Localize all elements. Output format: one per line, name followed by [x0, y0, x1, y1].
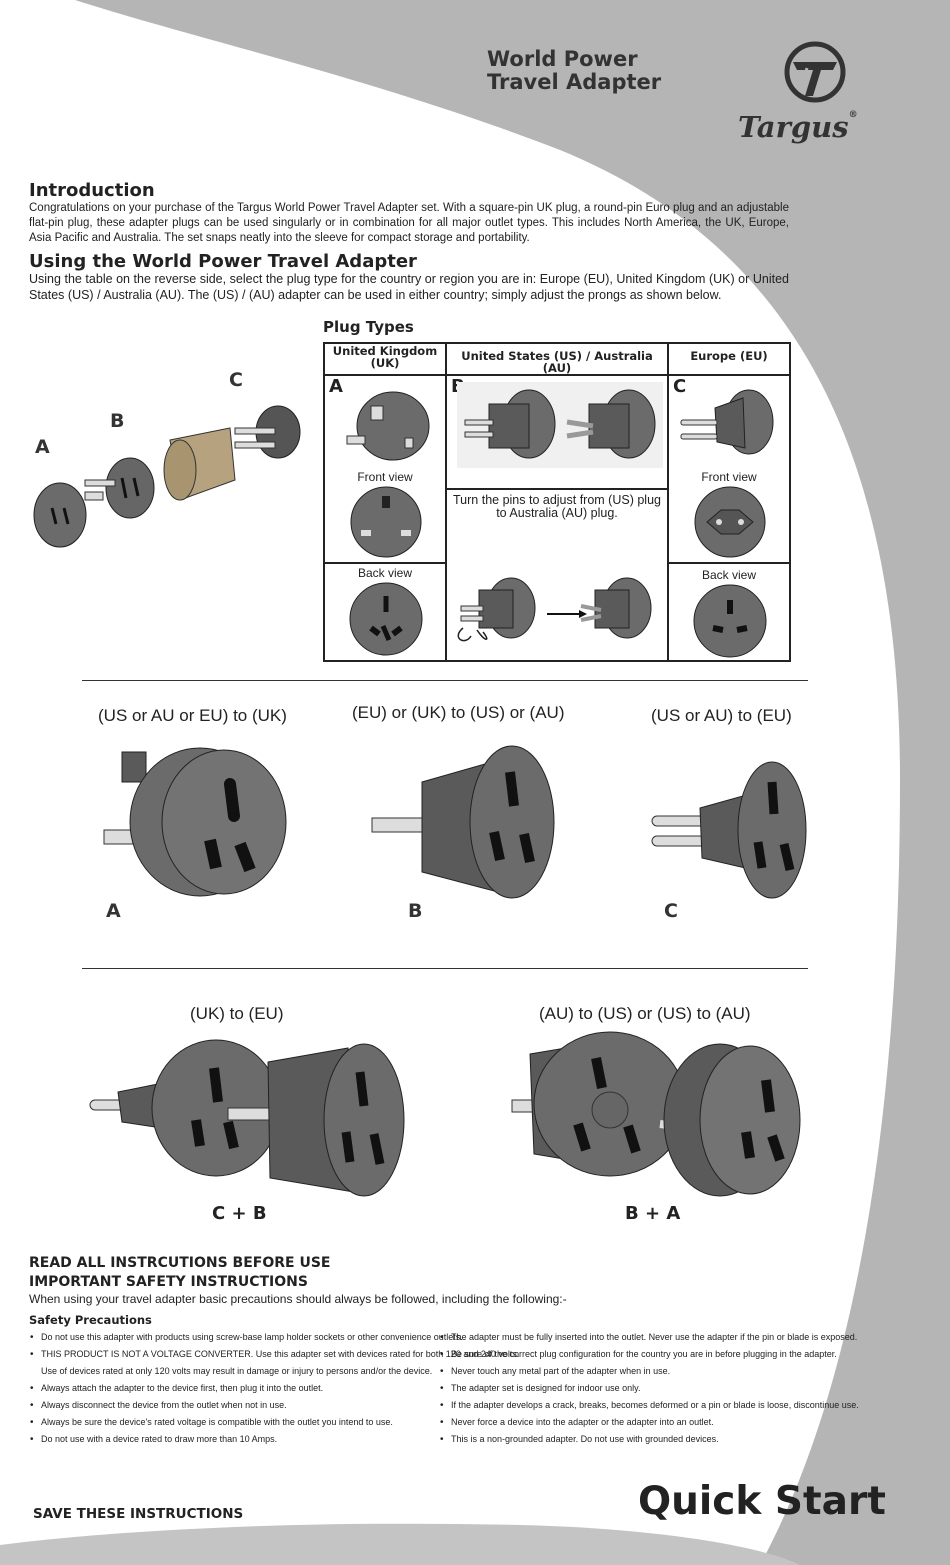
uk-plug-side-icon: [346, 391, 430, 461]
plug-types-heading: Plug Types: [323, 318, 414, 336]
safety-item: Never force a device into the adapter or…: [440, 1414, 859, 1431]
conversion-cb-caption: (UK) to (EU): [190, 1004, 284, 1023]
uk-back-view-label: Back view: [357, 566, 413, 580]
safety-item: The adapter must be fully inserted into …: [440, 1329, 859, 1346]
conversion-b-caption: (EU) or (UK) to (US) or (AU): [352, 703, 565, 722]
adapter-c-plus-b-illustration: [89, 1039, 405, 1197]
safety-list-right: The adapter must be fully inserted into …: [440, 1329, 859, 1448]
eu-front-view-icon: [694, 486, 766, 558]
us-turn-instruction: Turn the pins to adjust from (US) plug t…: [453, 493, 661, 520]
safety-item: Be sure of the correct plug configuratio…: [440, 1346, 859, 1363]
uk-back-view-icon: [349, 582, 423, 656]
eu-front-view-label: Front view: [701, 470, 757, 484]
adapter-a-illustration: [103, 747, 287, 897]
adapter-c-illustration: [651, 761, 807, 899]
exploded-label-b: B: [110, 410, 125, 432]
safety-intro: When using your travel adapter basic pre…: [29, 1292, 567, 1306]
conversion-ba-caption: (AU) to (US) or (US) to (AU): [539, 1004, 751, 1023]
using-text: Using the table on the reverse side, sel…: [29, 272, 789, 302]
uk-column: A Front view Back view: [323, 374, 447, 662]
us-plug-pair-icon: [464, 389, 656, 459]
safety-item: Do not use this adapter with products us…: [30, 1329, 519, 1346]
safety-item: Never touch any metal part of the adapte…: [440, 1363, 859, 1380]
plug-types-table: United Kingdom (UK) United States (US) /…: [323, 342, 791, 662]
quick-start-title: Quick Start: [638, 1479, 886, 1524]
using-heading: Using the World Power Travel Adapter: [29, 251, 417, 272]
save-instructions: SAVE THESE INSTRUCTIONS: [33, 1506, 244, 1522]
safety-item: Do not use with a device rated to draw m…: [30, 1431, 519, 1448]
col-header-us: United States (US) / Australia (AU): [445, 342, 669, 376]
safety-item: Always attach the adapter to the device …: [30, 1380, 519, 1397]
conversion-a-caption: (US or AU or EU) to (UK): [98, 706, 287, 725]
adapter-b-plus-a-illustration: [511, 1031, 801, 1197]
targus-logo-icon: [784, 41, 846, 103]
intro-heading: Introduction: [29, 180, 155, 201]
eu-column: C Front view Back view: [667, 374, 791, 662]
uk-front-view-label: Front view: [357, 470, 413, 484]
eu-back-view-label: Back view: [701, 568, 757, 582]
eu-plug-side-icon: [680, 389, 774, 455]
safety-precautions-heading: Safety Precautions: [29, 1313, 152, 1327]
conversion-c-letter: C: [664, 900, 678, 922]
uk-letter: A: [329, 376, 343, 397]
divider-1: [82, 680, 808, 681]
combo-b-plus-a: B + A: [625, 1203, 681, 1224]
read-all-heading: READ ALL INSTRCUTIONS BEFORE USE: [29, 1255, 331, 1271]
combo-c-plus-b: C + B: [212, 1203, 267, 1224]
safety-item: The adapter set is designed for indoor u…: [440, 1380, 859, 1397]
uk-front-view-icon: [350, 486, 422, 558]
important-safety-heading: IMPORTANT SAFETY INSTRUCTIONS: [29, 1274, 308, 1290]
eu-back-view-icon: [693, 584, 767, 658]
eu-letter: C: [673, 376, 687, 397]
safety-item: Always be sure the device's rated voltag…: [30, 1414, 519, 1431]
brand-name: Targus®: [738, 110, 858, 144]
exploded-adapter-set-illustration: [33, 405, 301, 548]
safety-item-continued: Use of devices rated at only 120 volts m…: [41, 1366, 433, 1376]
us-to-au-conversion-icon: [457, 577, 652, 642]
exploded-label-c: C: [229, 369, 243, 391]
intro-text: Congratulations on your purchase of the …: [29, 202, 789, 244]
title-line-1: World Power: [487, 47, 638, 71]
safety-item: If the adapter develops a crack, breaks,…: [440, 1397, 859, 1414]
col-header-uk: United Kingdom (UK): [323, 342, 447, 376]
safety-item: Always disconnect the device from the ou…: [30, 1397, 519, 1414]
divider-2: [82, 968, 808, 969]
exploded-label-a: A: [35, 436, 50, 458]
safety-list-left: Do not use this adapter with products us…: [30, 1329, 519, 1448]
safety-item: THIS PRODUCT IS NOT A VOLTAGE CONVERTER.…: [30, 1346, 519, 1363]
safety-item: This is a non-grounded adapter. Do not u…: [440, 1431, 859, 1448]
conversion-c-caption: (US or AU) to (EU): [651, 706, 792, 725]
adapter-b-illustration: [371, 745, 555, 899]
conversion-b-letter: B: [408, 900, 423, 922]
conversion-a-letter: A: [106, 900, 121, 922]
us-column: B Turn the pins to adjust from (US) plug…: [445, 374, 669, 662]
title-line-2: Travel Adapter: [487, 70, 662, 94]
col-header-eu: Europe (EU): [667, 342, 791, 376]
